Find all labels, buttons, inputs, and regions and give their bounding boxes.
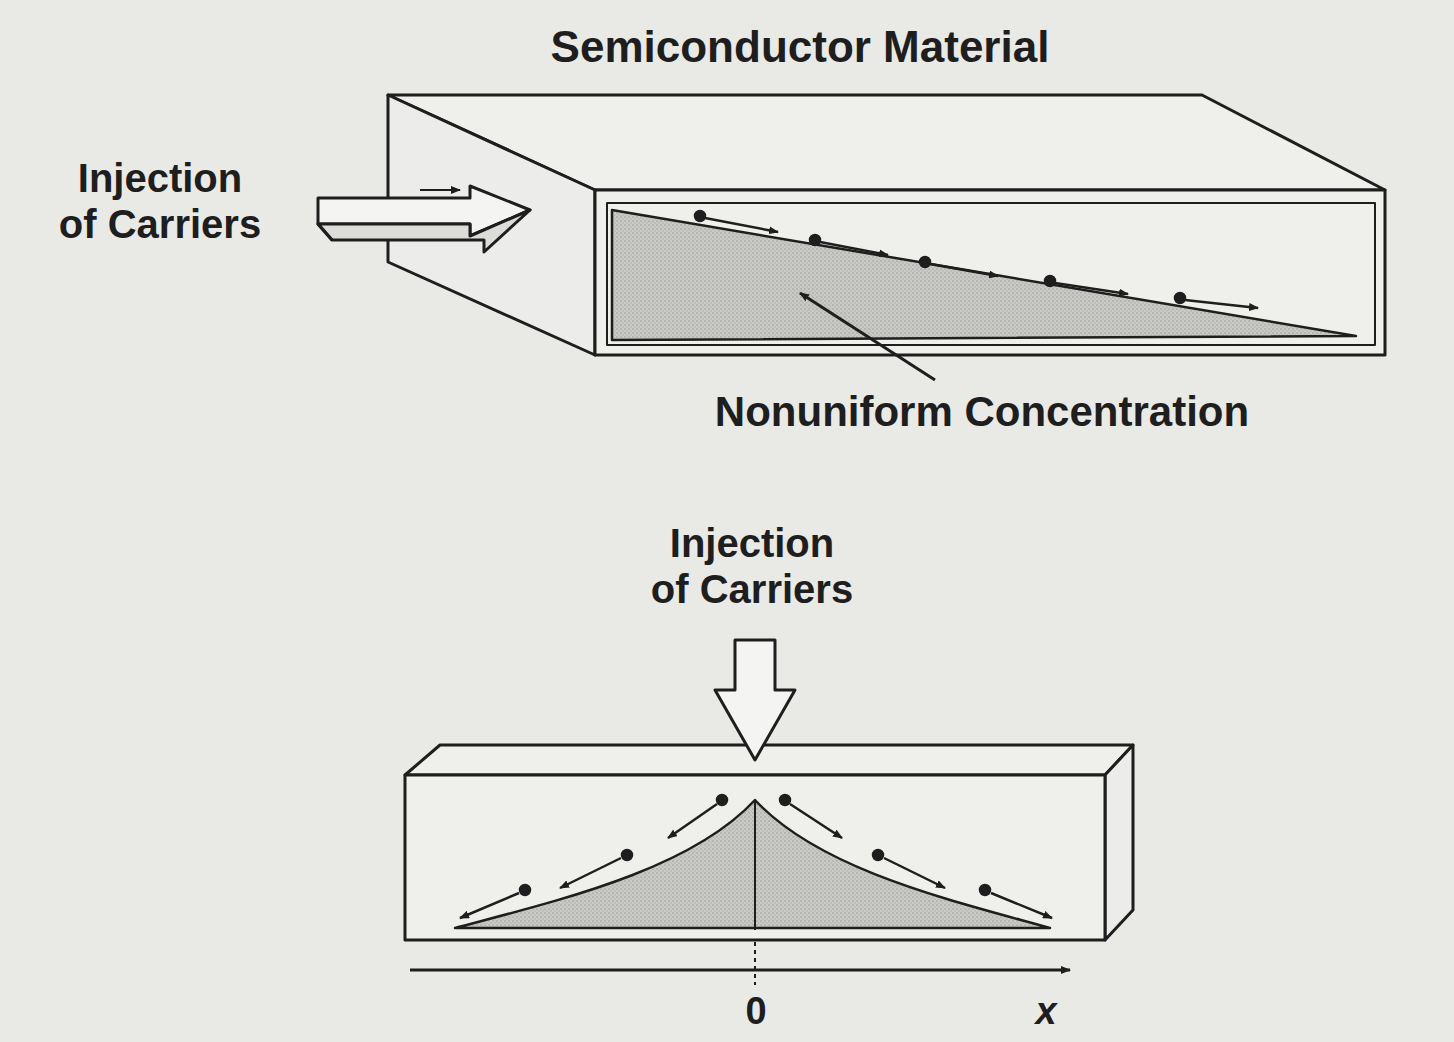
axis-origin: 0 [742,990,770,1034]
injection-label: Injection of Carriers [56,155,265,247]
axis-variable: x [1032,990,1060,1034]
concentration-callout: Nonuniform Concentration [712,388,1253,436]
injection-label: Injection of Carriers [648,520,857,612]
material-title: Semiconductor Material [548,22,1053,73]
